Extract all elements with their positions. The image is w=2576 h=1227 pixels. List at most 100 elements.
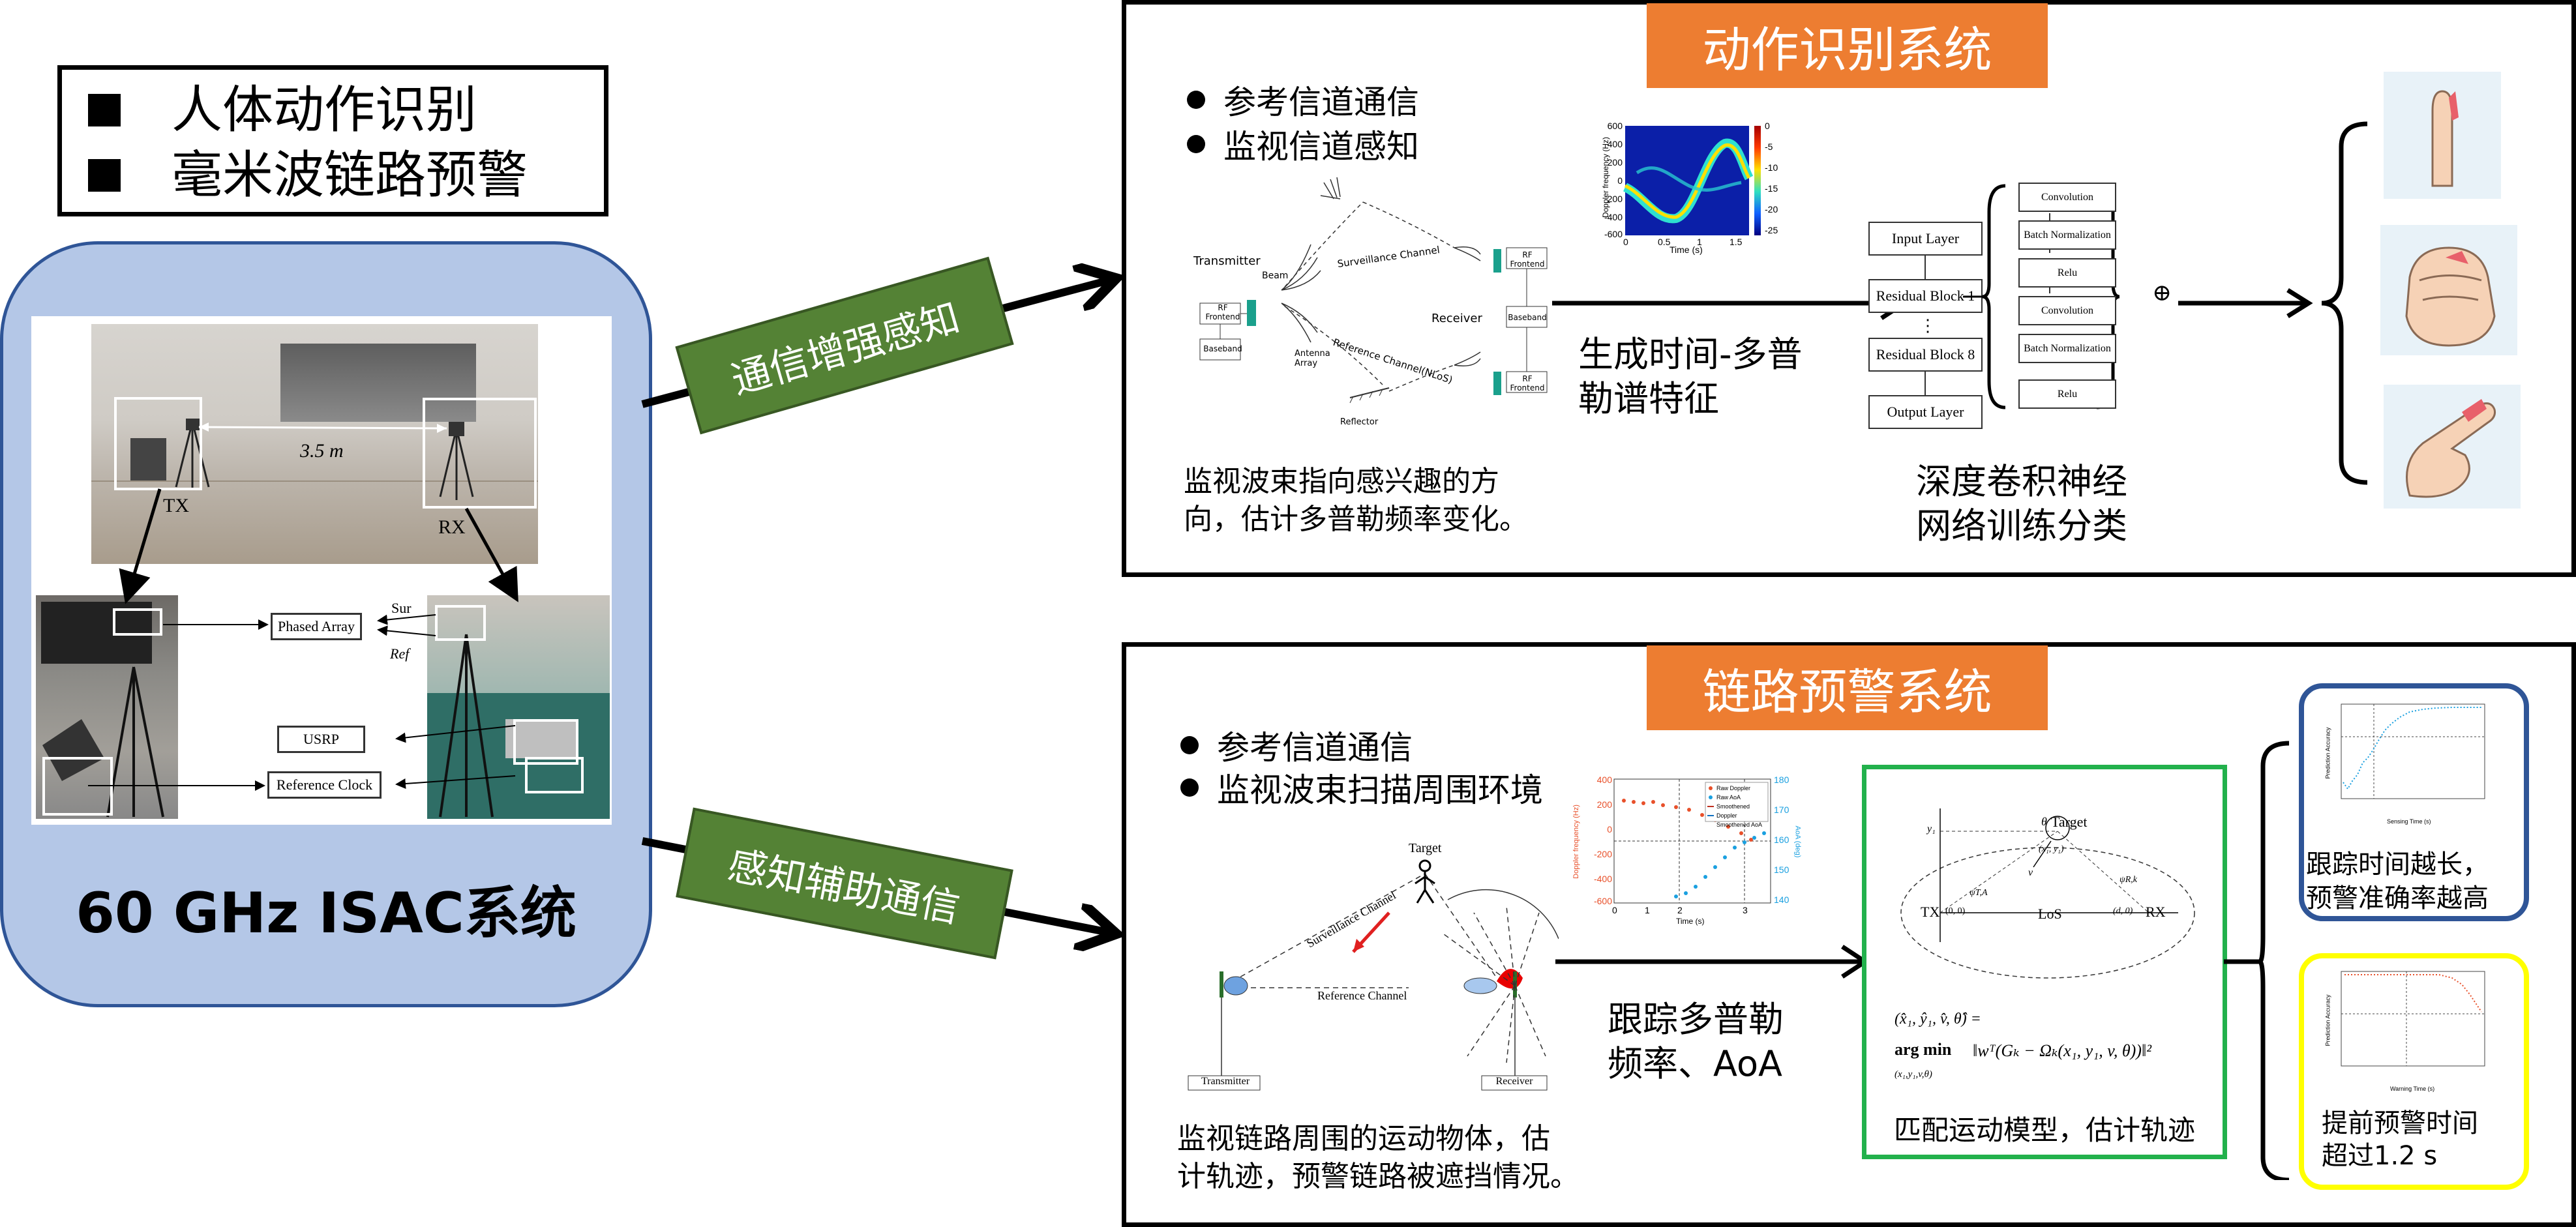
y-tick: 160 bbox=[1774, 835, 1790, 845]
equation-argmin: arg min bbox=[1895, 1040, 1952, 1059]
tracking-xlabel: Time (s) bbox=[1676, 917, 1705, 926]
recognition-caption: 监视波束指向感兴趣的方 向，估计多普勒频率变化。 bbox=[1184, 463, 1528, 539]
spectrogram: 0 -5 -10 -15 -20 -25 600 400 200 0 -200 … bbox=[1572, 114, 1787, 255]
gesture-card bbox=[2380, 225, 2517, 355]
bullet-dot-icon bbox=[1187, 135, 1205, 153]
beam-label: Beam bbox=[1262, 271, 1289, 281]
x-tick: 2 bbox=[1677, 905, 1683, 915]
y-tick: 140 bbox=[1774, 894, 1790, 905]
ellipsis: ⋮ bbox=[1919, 316, 1936, 335]
residual-block-8: Residual Block 8 bbox=[1868, 338, 1983, 372]
y-tick: 200 bbox=[1607, 157, 1623, 168]
relu-block: Relu bbox=[2018, 258, 2116, 288]
tracking-line: 跟踪多普勒 bbox=[1608, 999, 1784, 1040]
output-layer-block: Output Layer bbox=[1868, 395, 1983, 429]
convolution-block: Convolution bbox=[2018, 183, 2116, 212]
action-recognition-panel bbox=[1122, 0, 2576, 577]
tracking-plot-canvas bbox=[1613, 778, 1771, 904]
psi-ta-label: ψT,A bbox=[1969, 888, 1988, 898]
swipe-hand-icon bbox=[2406, 399, 2496, 498]
tracking-yticks-right: 180 170 160 150 140 bbox=[1773, 775, 1795, 905]
psi-rk-label: ψR,k bbox=[2119, 875, 2137, 885]
equation-lhs: (x̂₁, ŷ₁, v̂, θ̂) = bbox=[1895, 1011, 1981, 1027]
floor-line bbox=[91, 480, 538, 482]
spectrogram-ylabel: Doppler frequency (Hz) bbox=[1601, 136, 1611, 218]
y-tick: 200 bbox=[1596, 799, 1612, 810]
reference-clock-label: Reference Clock bbox=[267, 771, 382, 799]
caption-line: 跟踪时间越长， bbox=[2306, 850, 2489, 880]
sur-label: Sur bbox=[391, 600, 412, 616]
warning-ylabel: Prediction Accuracy bbox=[2324, 994, 2331, 1046]
convolution-block: Convolution bbox=[2018, 296, 2116, 325]
equation-body: ‖wᵀ(Gₖ − Ωₖ(x₁, y₁, v, θ))‖² bbox=[1973, 1041, 2152, 1060]
colorbar-tick: -5 bbox=[1765, 141, 1773, 152]
phased-array-label: Phased Array bbox=[271, 613, 362, 640]
x-tick: 0 bbox=[1623, 237, 1628, 247]
network-lines bbox=[1925, 184, 2120, 409]
y-tick: -600 bbox=[1593, 896, 1612, 906]
y-tick: -200 bbox=[1604, 194, 1623, 204]
reflector-label: Reflector bbox=[1340, 417, 1379, 427]
isac-arrows bbox=[88, 488, 518, 791]
tx-equipment-photo bbox=[36, 595, 178, 819]
tracking-label: 跟踪多普勒 频率、AoA bbox=[1608, 998, 1784, 1086]
colorbar-tick: -20 bbox=[1765, 204, 1778, 214]
legend-entry: Raw AoA bbox=[1716, 794, 1741, 801]
target-coord-label: (x₁, y₁) bbox=[2039, 844, 2064, 854]
y-tick: 150 bbox=[1774, 865, 1790, 875]
action-recognition-title: 动作识别系统 bbox=[1647, 3, 2048, 88]
legend-item-action: 人体动作识别 bbox=[88, 84, 477, 136]
model-rx-label: RX bbox=[2146, 904, 2166, 920]
relu-block: Relu bbox=[2018, 379, 2116, 409]
bullet-label: 监视信道感知 bbox=[1223, 128, 1419, 166]
origin-label: (0, 0) bbox=[1945, 906, 1966, 916]
sensing-accuracy-box bbox=[2299, 683, 2529, 921]
legend-entry: Smoothened AoA bbox=[1716, 821, 1763, 828]
colorbar-tick: -15 bbox=[1765, 183, 1778, 194]
warning-time-caption: 提前预警时间 超过1.2 s bbox=[2322, 1107, 2478, 1172]
y-tick: 600 bbox=[1607, 121, 1623, 131]
bullet-dot-icon bbox=[1180, 778, 1199, 797]
warning-bullet: 监视波束扫描周围环境 bbox=[1180, 764, 1543, 811]
sensing-xlabel: Sensing Time (s) bbox=[2387, 818, 2431, 825]
tripods-drawing bbox=[130, 419, 474, 500]
batch-norm-block: Batch Normalization bbox=[2018, 220, 2116, 250]
y-tick: -600 bbox=[1604, 229, 1623, 239]
caption-line: 向，估计多普勒频率变化。 bbox=[1184, 503, 1528, 536]
warning-time-box bbox=[2299, 953, 2529, 1190]
ref-label: Ref bbox=[390, 645, 410, 662]
receiver-label: Receiver bbox=[1495, 1076, 1533, 1087]
y-tick: 0 bbox=[1607, 824, 1612, 835]
motion-model-box bbox=[1862, 765, 2227, 1159]
caption-line: 监视波束指向感兴趣的方 bbox=[1184, 465, 1499, 498]
x-tick: 1 bbox=[1645, 905, 1650, 915]
feature-line: 生成时间-多普 bbox=[1578, 334, 1803, 375]
receiver-label: Receiver bbox=[1431, 312, 1482, 325]
antenna-array-label: Antenna Array bbox=[1295, 349, 1330, 368]
square-bullet-icon bbox=[88, 159, 121, 192]
legend-entry: Smoothened Doppler bbox=[1716, 803, 1750, 819]
tracking-ylabel-left: Doppler frequency (Hz) bbox=[1572, 805, 1580, 879]
y-tick: -400 bbox=[1604, 212, 1623, 222]
x-tick: 0.5 bbox=[1658, 237, 1671, 247]
caption-line: 监视链路周围的运动物体，估 bbox=[1177, 1122, 1550, 1155]
passive-sensing-diagram bbox=[1199, 177, 1548, 404]
model-caption: 匹配运动模型，估计轨迹 bbox=[1893, 1114, 2195, 1146]
sensing-accuracy-plot bbox=[2341, 703, 2485, 799]
los-label: LoS bbox=[2038, 906, 2062, 922]
legend-item-warning: 毫米波链路预警 bbox=[88, 149, 528, 201]
phased-array-box bbox=[113, 608, 162, 636]
sensing-ylabel: Prediction Accuracy bbox=[2324, 727, 2331, 779]
colorbar-tick: -25 bbox=[1765, 225, 1778, 235]
reference-clock-box-right bbox=[525, 757, 584, 793]
x-tick: 0 bbox=[1612, 905, 1617, 915]
x-tick: 3 bbox=[1743, 905, 1748, 915]
tracking-xticks: 0 1 2 3 bbox=[1612, 905, 1771, 915]
classifier-line: 网络训练分类 bbox=[1916, 505, 2127, 546]
y-tick: 170 bbox=[1774, 805, 1790, 815]
add-operator-icon: ⊕ bbox=[2152, 280, 2172, 306]
rx-tripod-drawing bbox=[439, 634, 577, 818]
pointing-hand-icon bbox=[2431, 90, 2459, 187]
usrp-label: USRP bbox=[277, 726, 365, 753]
bullet-label: 监视波束扫描周围环境 bbox=[1217, 771, 1543, 809]
